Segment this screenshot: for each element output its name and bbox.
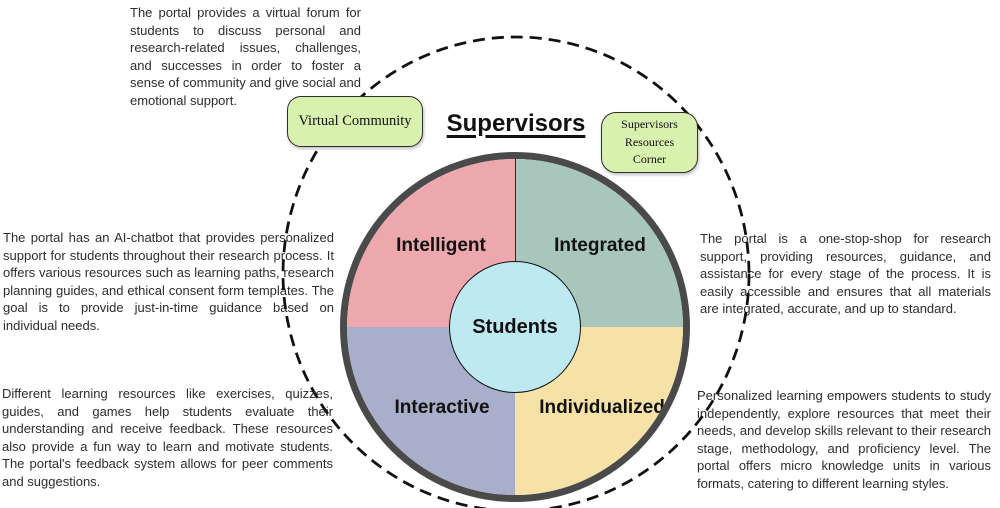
- virtual-community-description: The portal provides a virtual forum for …: [130, 5, 361, 108]
- supervisors-resources-label: Supervisors Resources Corner: [621, 117, 678, 167]
- supervisors-resources-callout: Supervisors Resources Corner: [601, 112, 698, 173]
- supervisors-title: Supervisors: [446, 110, 586, 137]
- label-intelligent: Intelligent: [396, 235, 486, 256]
- virtual-community-callout: Virtual Community: [287, 96, 423, 147]
- virtual-community-label: Virtual Community: [298, 113, 412, 129]
- interactive-description: Different learning resources like exerci…: [2, 386, 333, 489]
- integrated-description: The portal is a one-stop-shop for resear…: [700, 231, 991, 316]
- label-integrated: Integrated: [554, 235, 646, 256]
- students-circle: Students: [449, 261, 581, 393]
- quadrant-circle: Intelligent Integrated Interactive Indiv…: [340, 152, 690, 502]
- students-label: Students: [472, 315, 558, 338]
- individualized-description: Personalized learning empowers students …: [697, 388, 991, 491]
- label-individualized: Individualized: [539, 397, 665, 418]
- intelligent-description: The portal has an AI-chatbot that provid…: [3, 230, 334, 333]
- label-interactive: Interactive: [394, 397, 490, 418]
